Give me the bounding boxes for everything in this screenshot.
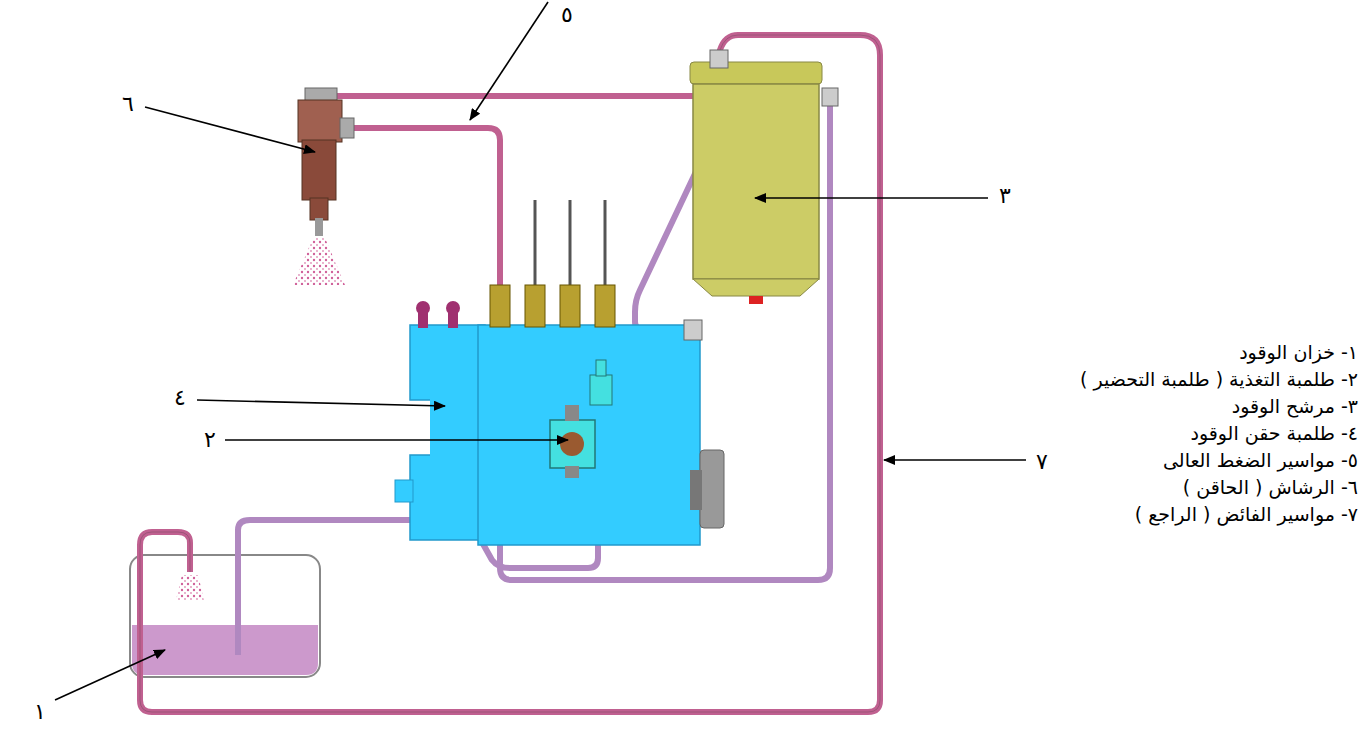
legend-item: ٧- مواسير الفائض ( الراجع ) — [1135, 503, 1358, 526]
callout-number: ١ — [34, 699, 46, 725]
legend-item: ٤- طلمبة حقن الوقود — [1190, 422, 1358, 445]
callout-number: ٧ — [1036, 449, 1048, 475]
legend-item: ٢- طلمبة التغذية ( طلمبة التحضير ) — [1080, 368, 1358, 391]
legend-item: ٦- الرشاش ( الحاقن ) — [1183, 476, 1358, 499]
high-pressure-pipe — [345, 128, 500, 285]
leader-arrows — [55, 2, 1026, 700]
callout-number: ٤ — [174, 385, 186, 411]
callout-number: ٦ — [122, 91, 134, 117]
injection-pump — [395, 285, 724, 545]
legend-item: ١- خزان الوقود — [1239, 341, 1358, 364]
legend-item: ٥- مواسير الضغط العالى — [1163, 449, 1358, 472]
return-pipe — [140, 35, 880, 712]
callout-number: ٢ — [204, 427, 216, 453]
return-pipe — [140, 35, 880, 712]
injector — [293, 88, 354, 285]
legend-item: ٣- مرشح الوقود — [1232, 395, 1358, 418]
callout-number: ٥ — [561, 2, 573, 28]
fuel-filter — [690, 50, 838, 304]
fuel-tank — [130, 555, 320, 677]
leak-return-pipe — [322, 70, 720, 96]
callout-number: ٣ — [999, 183, 1011, 209]
